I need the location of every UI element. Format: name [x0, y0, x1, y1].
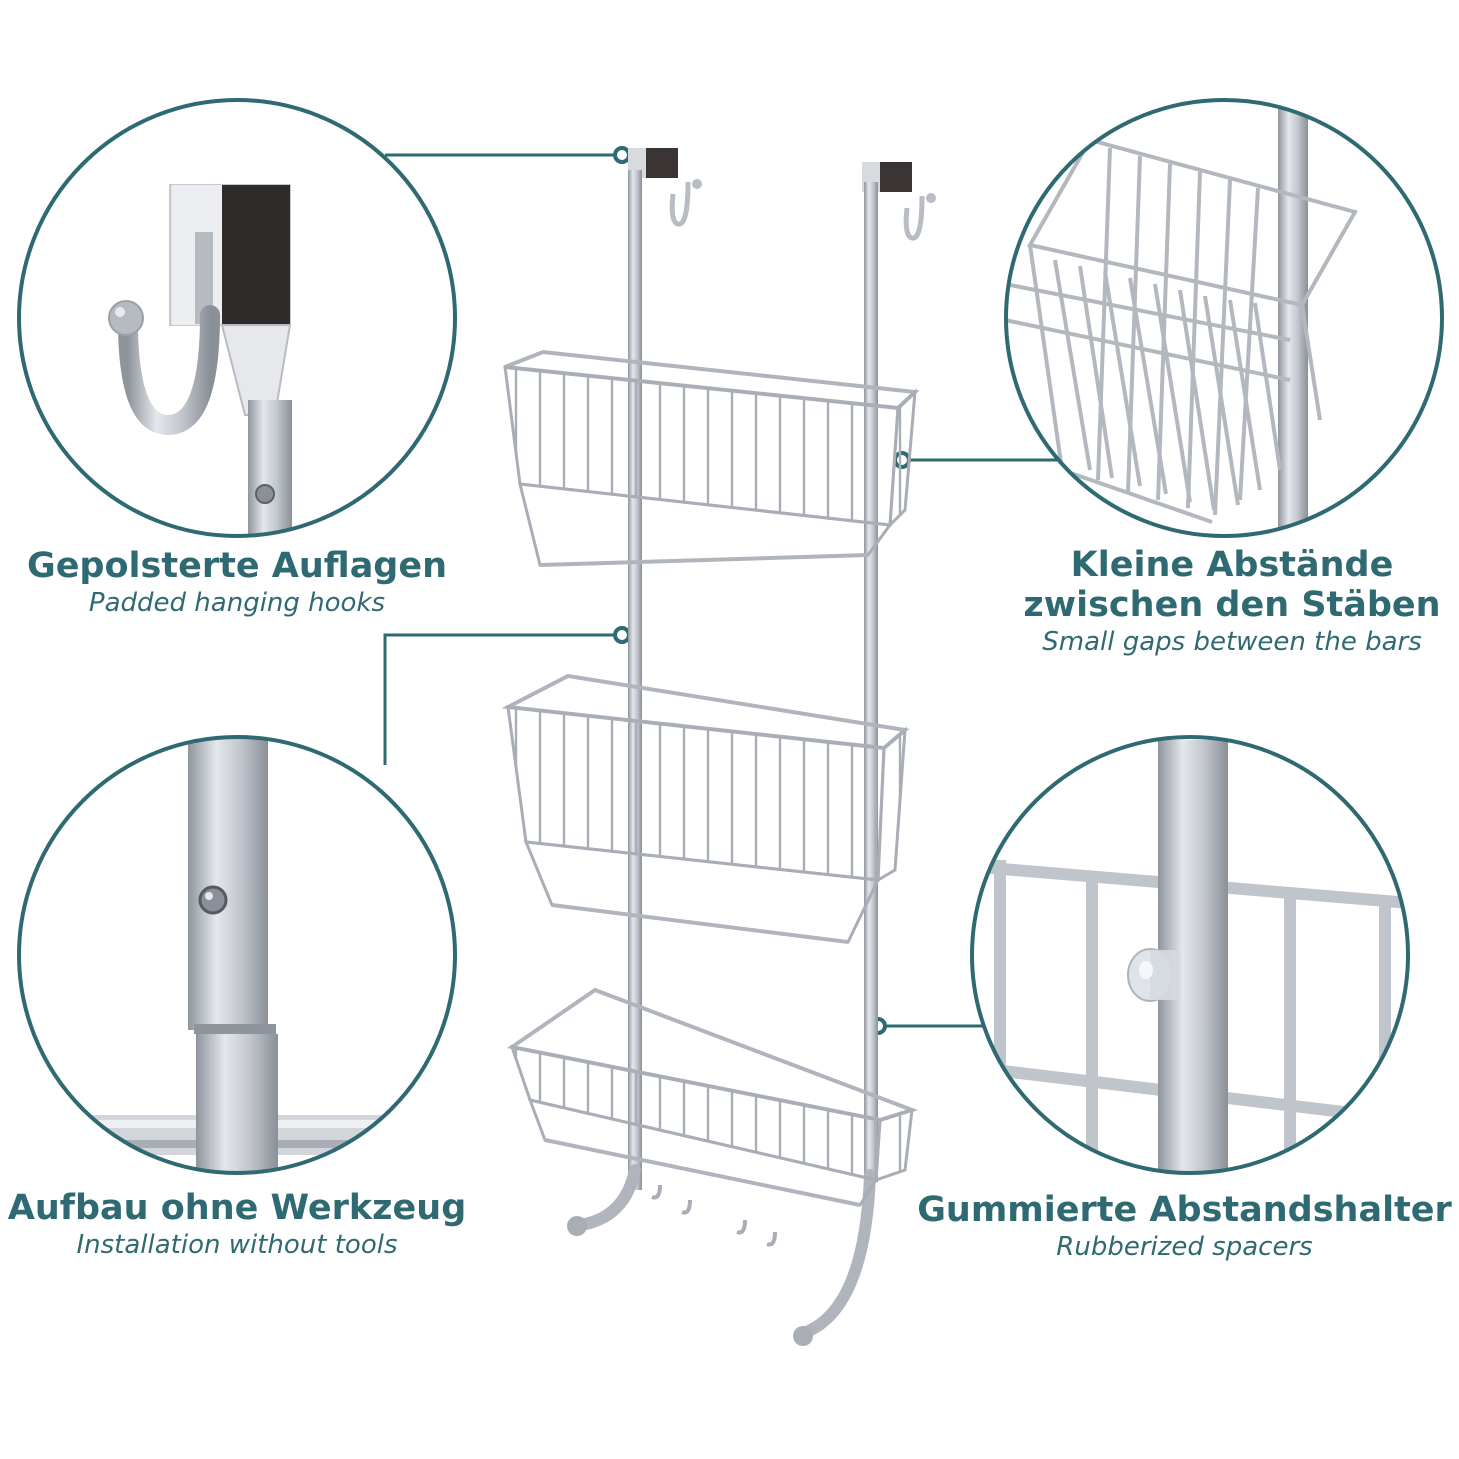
feature-title: Gummierte Abstandshalter	[917, 1190, 1452, 1230]
basket-top	[503, 349, 920, 567]
pole-right	[864, 182, 878, 1182]
basket-middle	[501, 673, 910, 944]
small-hooks	[651, 1184, 777, 1247]
detail-circle-hook	[17, 98, 457, 538]
feature-subtitle: Padded hanging hooks	[88, 588, 386, 618]
feature-title: Gepolsterte Auflagen	[26, 546, 448, 586]
feature-subtitle: Installation without tools	[76, 1230, 398, 1260]
pole-left	[628, 170, 642, 1190]
feature-title-line1: Kleine Abstände	[1070, 545, 1394, 585]
feature-subtitle: Rubberized spacers	[1056, 1232, 1313, 1262]
feature-title: Aufbau ohne Werkzeug	[7, 1188, 467, 1228]
feature-label-rubber-spacers: Gummierte Abstandshalter Rubberized spac…	[910, 1190, 1459, 1264]
shower-caddy	[501, 148, 936, 1346]
feature-title-line2: zwischen den Stäben	[1023, 585, 1441, 625]
feature-label-no-tools: Aufbau ohne Werkzeug Installation withou…	[0, 1188, 474, 1262]
detail-circle-spacer	[970, 735, 1410, 1175]
detail-circle-bars	[1004, 98, 1444, 538]
basket-bottom	[506, 987, 919, 1207]
connector-lines	[383, 153, 1062, 1028]
foot-right	[798, 1169, 876, 1339]
detail-circle-tube	[17, 735, 457, 1175]
feature-label-padded-hooks: Gepolsterte Auflagen Padded hanging hook…	[0, 546, 474, 620]
connector-bottom-left	[383, 633, 622, 765]
feature-label-small-gaps: Kleine Abstände zwischen den Stäben Smal…	[1010, 545, 1454, 659]
foot-left	[574, 1164, 641, 1231]
feature-subtitle: Small gaps between the bars	[1042, 627, 1422, 657]
